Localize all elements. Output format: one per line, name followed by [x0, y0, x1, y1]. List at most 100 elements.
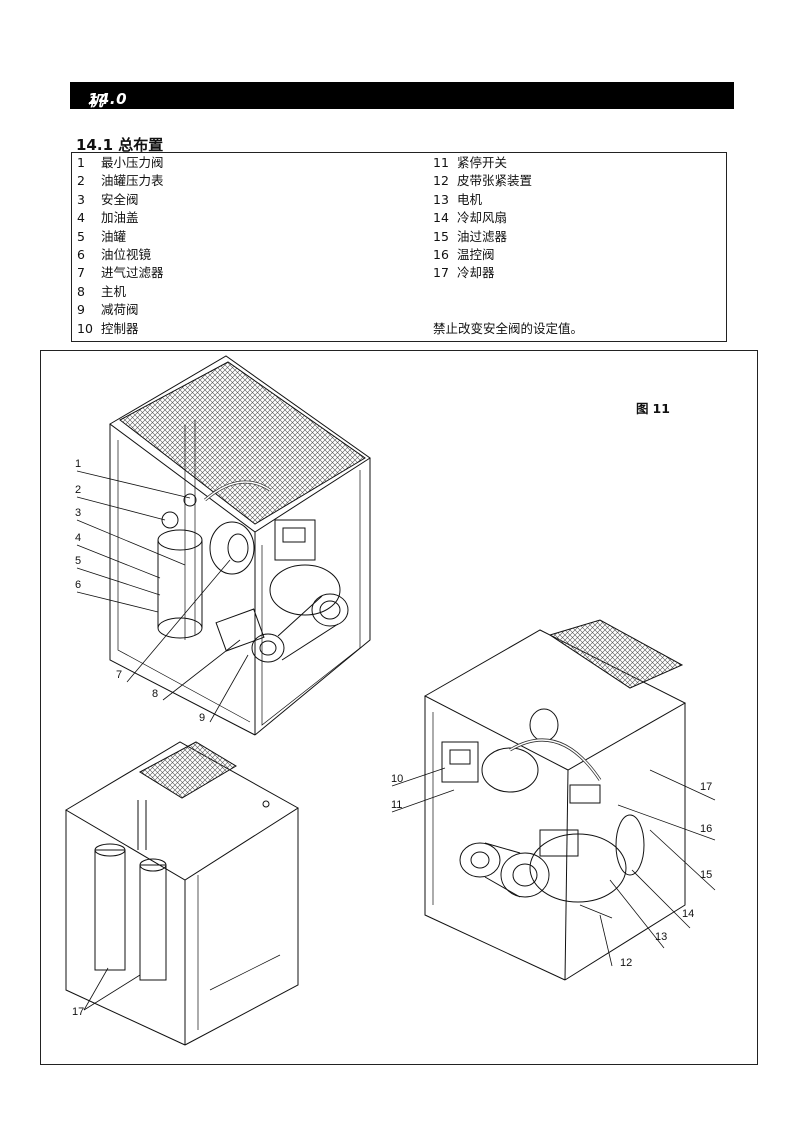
airend — [215, 608, 265, 652]
legend-number: 16 — [433, 246, 449, 262]
legend-item: 12 皮带张紧装置 — [433, 172, 532, 190]
figure-frame — [40, 350, 758, 1065]
legend-item: 1 最小压力阀 — [77, 154, 164, 172]
legend-name: 控制器 — [101, 320, 139, 336]
legend-name: 冷却风扇 — [457, 210, 508, 226]
callout-12: 12 — [620, 957, 632, 969]
subsection-number: 14.1 — [76, 136, 114, 154]
legend-item: 3 安全阀 — [77, 191, 164, 209]
section-header-bar: 14.0 机器说明 — [70, 82, 734, 173]
callout-5: 5 — [75, 555, 81, 567]
callout-15: 15 — [700, 869, 712, 881]
compressor-view-right — [423, 619, 687, 981]
legend-number: 7 — [77, 265, 85, 281]
callout-17: 17 — [700, 781, 712, 793]
legend-name: 主机 — [101, 283, 127, 299]
callout-2: 2 — [75, 484, 81, 496]
thermostatic-valve — [569, 784, 601, 804]
legend-number: 4 — [77, 210, 85, 226]
motor — [269, 564, 341, 616]
legend-column-right: 11 紧停开关 12 皮带张紧装置 13 电机 14 冷却风扇 15 油过滤器 16 温控阀… — [433, 154, 532, 283]
callout-11: 11 — [391, 799, 402, 811]
legend-number: 8 — [77, 283, 85, 299]
legend-number: 12 — [433, 173, 449, 189]
callout-16: 16 — [700, 823, 712, 835]
legend-number: 6 — [77, 246, 85, 262]
legend-item: 2 油罐压力表 — [77, 172, 164, 190]
legend-item: 14 冷却风扇 — [433, 209, 532, 227]
subsection-heading: 14.1 总布置 — [76, 134, 163, 155]
callout-6: 6 — [75, 579, 81, 591]
section-title-text: 机器说明 — [88, 92, 104, 173]
oil-tank-top — [157, 529, 203, 551]
safety-warning: 禁止改变安全阀的设定值。 — [433, 321, 584, 336]
motor-pulley-right — [500, 852, 550, 898]
legend-number: 9 — [77, 302, 85, 318]
figure-number: 11 — [652, 401, 670, 416]
subsection-title: 总布置 — [118, 136, 164, 154]
legend-item: 9 减荷阀 — [77, 301, 164, 319]
legend-item: 8 主机 — [77, 283, 164, 301]
legend-name: 最小压力阀 — [101, 155, 164, 170]
legend-name: 电机 — [457, 191, 483, 207]
callout-4: 4 — [75, 532, 81, 544]
callout-13: 13 — [655, 931, 667, 943]
callout-7: 7 — [116, 669, 122, 681]
right-grille — [548, 619, 684, 689]
legend-name: 安全阀 — [101, 191, 139, 207]
cooler-right — [139, 864, 167, 981]
legend-name: 紧停开关 — [457, 155, 508, 170]
callout-1: 1 — [75, 458, 81, 470]
callout-10: 10 — [391, 773, 403, 785]
controller-panel — [441, 741, 479, 783]
legend-item: 7 进气过滤器 — [77, 264, 164, 282]
callout-labels: 1 2 3 4 5 6 7 8 9 10 11 12 13 14 15 16 1… — [72, 458, 712, 1018]
control-panel — [274, 519, 316, 561]
legend-item: 11 紧停开关 — [433, 154, 532, 172]
intake-filter-right — [481, 747, 539, 793]
legend-number: 13 — [433, 191, 449, 207]
pressure-gauge — [161, 511, 179, 529]
legend-number: 3 — [77, 191, 85, 207]
legend-name: 皮带张紧装置 — [457, 173, 533, 189]
legend-name: 加油盖 — [101, 210, 139, 226]
legend-item: 4 加油盖 — [77, 209, 164, 227]
legend-name: 进气过滤器 — [101, 265, 164, 281]
legend-number: 1 — [77, 155, 85, 170]
legend-name: 油过滤器 — [457, 228, 508, 244]
callout-8: 8 — [152, 688, 158, 700]
callout-14: 14 — [682, 908, 694, 920]
legend-number: 11 — [433, 155, 449, 170]
legend-number: 14 — [433, 210, 449, 226]
legend-name: 温控阀 — [457, 246, 495, 262]
section-number: 14.0 — [88, 90, 128, 108]
legend-item: 15 油过滤器 — [433, 228, 532, 246]
legend-number: 15 — [433, 228, 449, 244]
intake-filter — [209, 521, 255, 575]
cooler-left — [94, 849, 126, 971]
cooler-grille — [119, 361, 366, 525]
legend-number: 2 — [77, 173, 85, 189]
legend-number: 10 — [77, 320, 93, 336]
airend-pulley-right — [459, 842, 501, 878]
airend-pulley — [251, 633, 285, 663]
legend-name: 油罐压力表 — [101, 173, 164, 189]
callouts — [76, 470, 716, 1011]
oil-tank-bottom — [157, 617, 203, 639]
compressor-view-front-left — [109, 355, 371, 736]
cooling-fan — [615, 814, 645, 876]
legend-name: 油位视镜 — [101, 246, 152, 262]
figure-label: 图 — [636, 401, 649, 416]
legend-number: 5 — [77, 228, 85, 244]
legend-name: 减荷阀 — [101, 302, 139, 318]
compressor-view-rear — [65, 741, 299, 1046]
motor-pulley — [311, 593, 349, 627]
callout-9: 9 — [199, 712, 205, 724]
min-pressure-valve — [183, 493, 197, 507]
